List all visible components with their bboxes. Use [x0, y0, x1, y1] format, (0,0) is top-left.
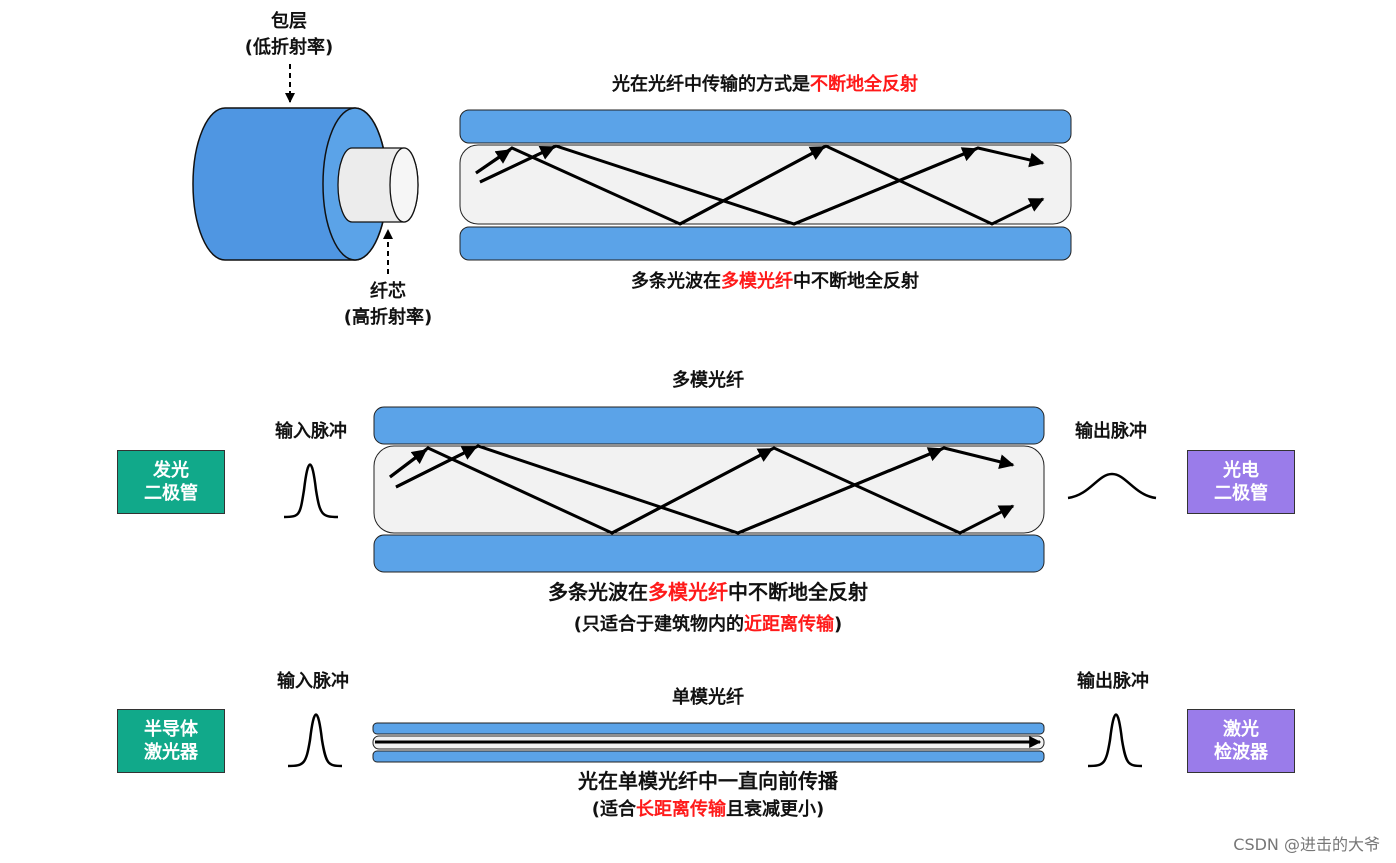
laser-detector-box: 激光 检波器 [1187, 709, 1295, 773]
fiber-cylinder [192, 64, 419, 274]
top-title-prefix: 光在光纤中传输的方式是 [612, 74, 810, 95]
top-ray-mid-2 [793, 147, 978, 226]
mm-ray-mid-2 [737, 447, 944, 535]
top-caption-highlight: 多模光纤 [721, 271, 793, 292]
mm-ray-mid-1 [611, 447, 774, 535]
top-caption-suffix: 中不断地全反射 [793, 271, 919, 292]
top-caption-prefix: 多条光波在 [631, 271, 721, 292]
sm-title: 单模光纤 [672, 687, 744, 708]
sm-cladding-upper [372, 722, 1045, 735]
laser-detector-line1: 激光 [1223, 718, 1259, 740]
top-ray-1-start [475, 148, 512, 175]
mm-caption: 多条光波在多模光纤中不断地全反射 [548, 581, 868, 603]
mm-input-pulse [283, 463, 339, 519]
sm-note-suffix: 且衰减更小) [726, 799, 825, 820]
mm-core [373, 445, 1045, 534]
led-source-line2: 二极管 [144, 483, 198, 504]
singlemode-fiber [287, 713, 1143, 768]
top-fiber [459, 109, 1072, 261]
mm-ray-2-start [395, 445, 478, 489]
mm-cladding-upper [373, 406, 1045, 445]
sm-input-pulse [287, 713, 343, 768]
cladding-label: 包层 [271, 11, 307, 32]
top-title: 光在光纤中传输的方式是不断地全反射 [612, 75, 918, 95]
mm-note: (只适合于建筑物内的近距离传输) [574, 615, 842, 635]
photodiode-line1: 光电 [1223, 459, 1259, 481]
mm-output-pulse [1067, 472, 1157, 500]
photodiode-line2: 二极管 [1214, 483, 1268, 504]
laser-source-box: 半导体 激光器 [117, 709, 225, 773]
top-cladding-upper [459, 109, 1072, 144]
top-caption: 多条光波在多模光纤中不断地全反射 [631, 272, 919, 292]
watermark: CSDN @进击的大爷 [1233, 835, 1380, 854]
led-source-line1: 发光 [153, 459, 189, 481]
photodiode-box: 光电 二极管 [1187, 450, 1295, 514]
multimode-fiber [283, 406, 1157, 573]
mm-title: 多模光纤 [672, 370, 744, 391]
led-source-box: 发光 二极管 [117, 450, 225, 514]
laser-source-line1: 半导体 [144, 718, 198, 740]
top-ray-mid-1 [679, 145, 826, 226]
top-ray-2-start [479, 145, 556, 184]
laser-source-line2: 激光器 [144, 742, 198, 763]
mm-caption-suffix: 中不断地全反射 [728, 580, 868, 604]
sm-output-pulse [1087, 713, 1143, 768]
top-title-highlight: 不断地全反射 [810, 74, 918, 95]
mm-note-prefix: (只适合于建筑物内的 [573, 614, 744, 635]
mm-note-suffix: ) [834, 614, 843, 635]
sm-cladding-lower [372, 750, 1045, 763]
sm-note-prefix: (适合 [591, 799, 636, 820]
sm-output-label: 输出脉冲 [1077, 671, 1149, 692]
mm-cladding-lower [373, 534, 1045, 573]
mm-input-label: 输入脉冲 [275, 421, 347, 442]
sm-note-highlight: 长距离传输 [636, 799, 726, 820]
mm-note-highlight: 近距离传输 [744, 614, 834, 635]
mm-caption-highlight: 多模光纤 [648, 580, 728, 604]
mm-caption-prefix: 多条光波在 [548, 580, 648, 604]
sm-note: (适合长距离传输且衰减更小) [592, 800, 824, 820]
top-core [459, 144, 1072, 225]
mm-ray-1-start [389, 448, 428, 479]
sm-input-label: 输入脉冲 [277, 671, 349, 692]
core-sub-label: (高折射率) [343, 307, 433, 328]
core-label: 纤芯 [370, 281, 406, 302]
mm-output-label: 输出脉冲 [1075, 421, 1147, 442]
core-face [389, 147, 419, 223]
laser-detector-line2: 检波器 [1214, 742, 1268, 763]
sm-caption: 光在单模光纤中一直向前传播 [578, 769, 838, 793]
cladding-sub-label: (低折射率) [244, 37, 334, 58]
top-cladding-lower [459, 226, 1072, 261]
